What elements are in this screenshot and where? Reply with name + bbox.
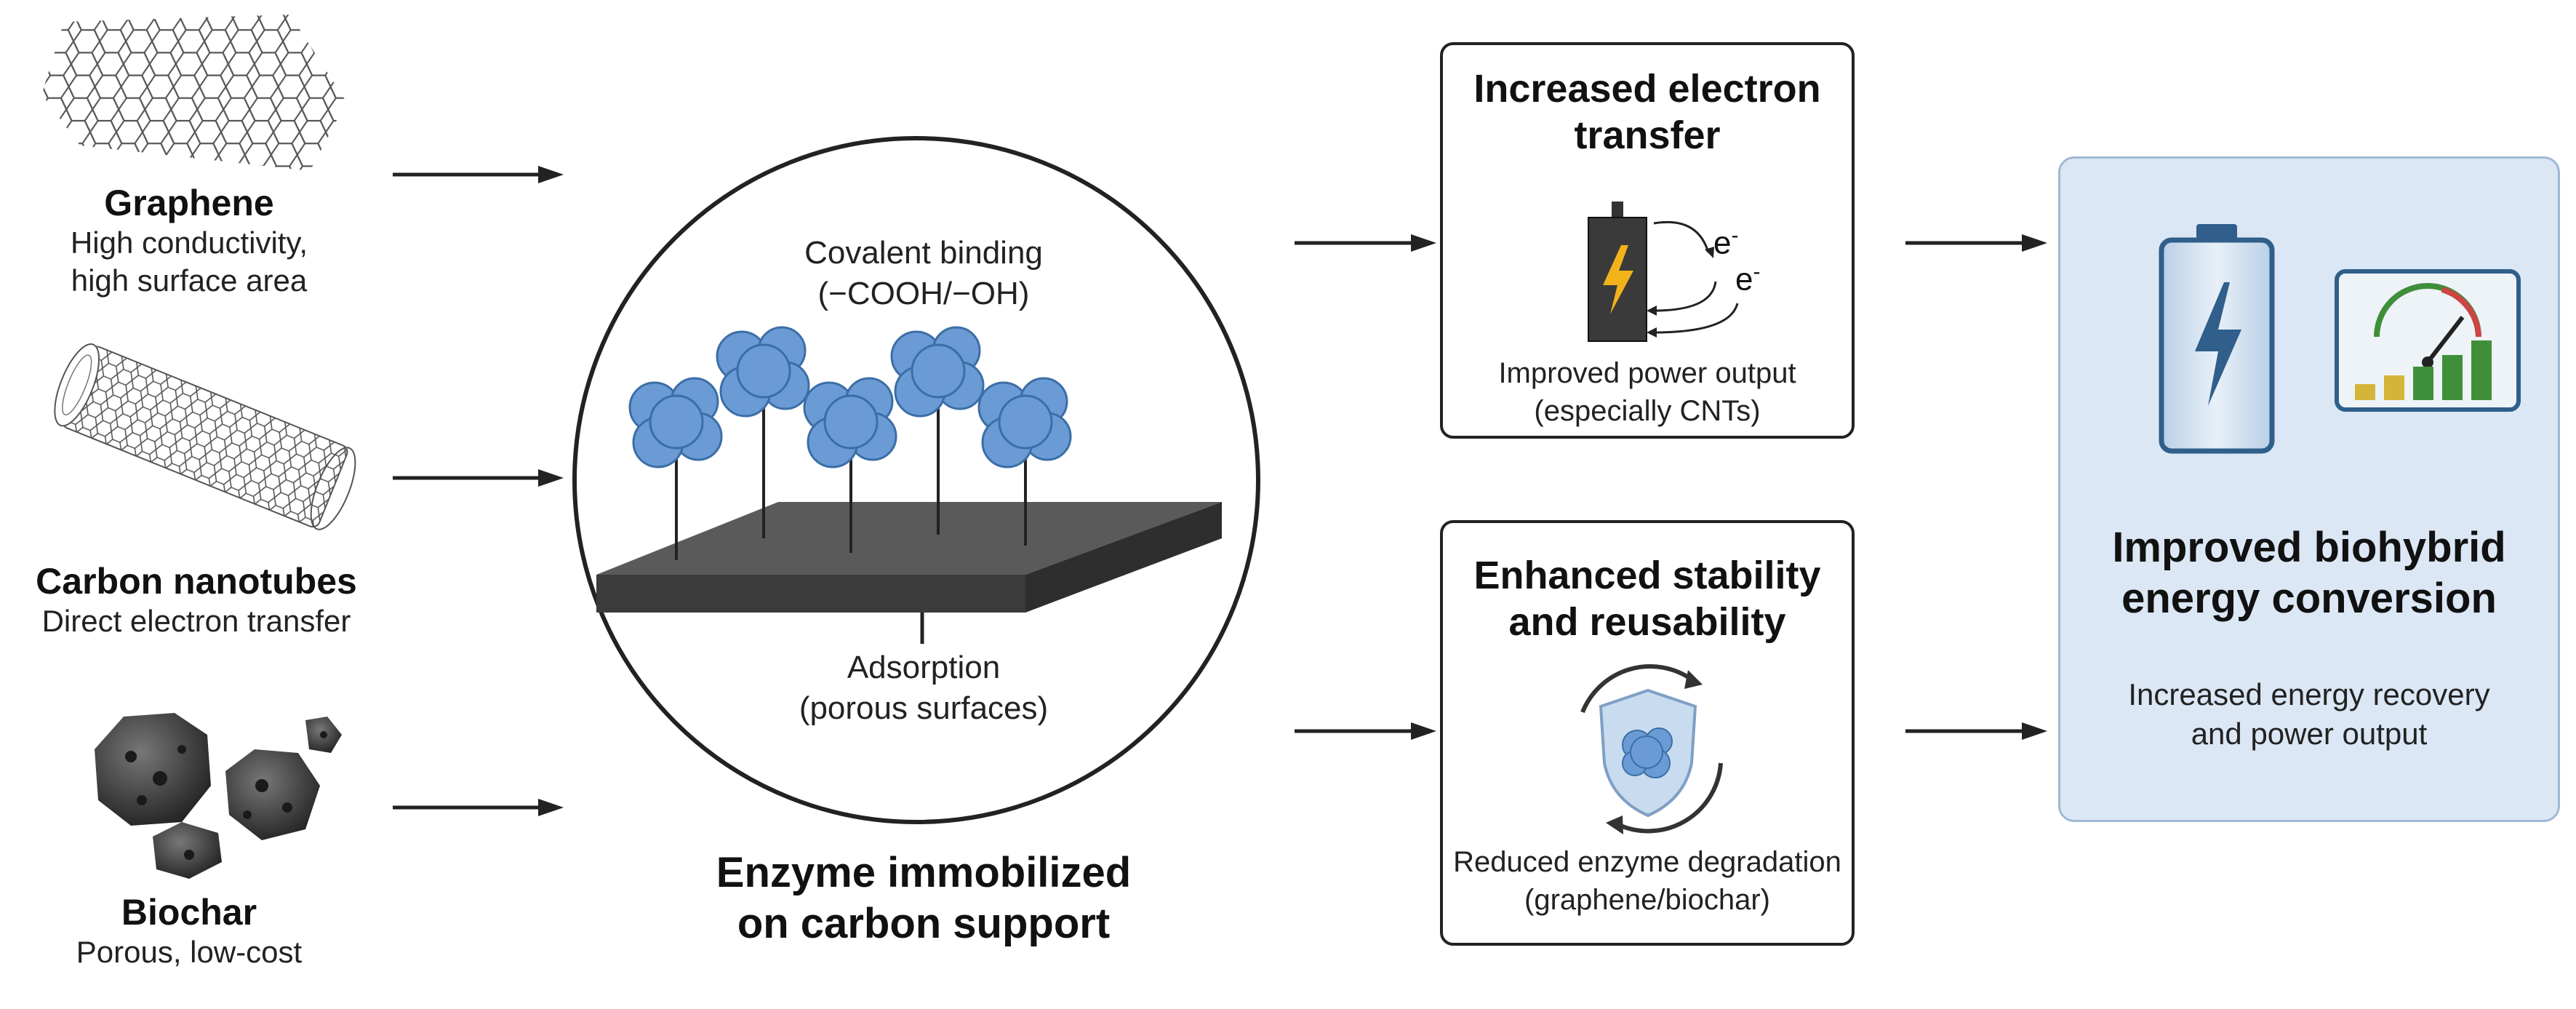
- box-desc: (especially CNTs): [1534, 395, 1761, 427]
- arrow-right-icon: [393, 166, 564, 183]
- carbon-nanotube-icon: [54, 343, 356, 530]
- gauge-icon: [2335, 269, 2521, 412]
- result-title: energy conversion: [2121, 575, 2497, 622]
- box-desc: Improved power output: [1498, 357, 1796, 389]
- box-desc: Reduced enzyme degradation: [1453, 846, 1841, 878]
- enzyme-icon: [977, 377, 1072, 468]
- arrow-right-icon: [1295, 234, 1436, 252]
- immobilization-caption: on carbon support: [737, 900, 1111, 947]
- shield-recycle-icon: [1580, 664, 1723, 834]
- material-name: Graphene: [104, 183, 274, 223]
- result-title: Improved biohybrid: [2112, 524, 2506, 571]
- enzyme-icon: [890, 326, 985, 418]
- arrow-right-icon: [1905, 722, 2047, 740]
- covalent-binding-label: Covalent binding: [804, 235, 1043, 271]
- material-name: Carbon nanotubes: [36, 561, 357, 602]
- result-desc: Increased energy recovery: [2128, 677, 2490, 711]
- result-box: Improved biohybrid energy conversion Inc…: [2058, 156, 2560, 822]
- material-desc: High conductivity,: [70, 226, 308, 260]
- electron-symbol: e: [1713, 225, 1732, 261]
- box-title: transfer: [1574, 113, 1721, 157]
- enzyme-icon: [628, 377, 723, 468]
- box-desc: (graphene/biochar): [1524, 884, 1770, 916]
- enzyme-icon: [803, 377, 897, 468]
- arrow-right-icon: [1905, 234, 2047, 252]
- immobilization-caption: Enzyme immobilized: [716, 849, 1132, 896]
- arrow-right-icon: [393, 799, 564, 816]
- electron-charge: -: [1753, 260, 1761, 284]
- electron-symbol: e: [1735, 261, 1753, 298]
- material-desc: Porous, low-cost: [76, 935, 303, 969]
- battery-icon: [2159, 224, 2275, 454]
- adsorption-label: Adsorption: [847, 650, 1001, 685]
- material-desc: Direct electron transfer: [41, 604, 351, 638]
- electron-charge: -: [1731, 223, 1739, 247]
- box-title: Increased electron: [1473, 67, 1821, 111]
- electron-transfer-box: Increased electron transfer e- e- Improv…: [1440, 42, 1855, 439]
- immobilization-circle: [572, 136, 1260, 824]
- graphene-icon: [41, 15, 347, 171]
- arrow-right-icon: [393, 469, 564, 487]
- arrow-right-icon: [1295, 722, 1436, 740]
- material-name: Biochar: [121, 892, 257, 933]
- enzyme-icon: [716, 326, 810, 418]
- adsorption-detail: (porous surfaces): [799, 690, 1049, 726]
- biochar-icon: [95, 713, 342, 879]
- box-title: and reusability: [1508, 600, 1786, 644]
- result-desc: and power output: [2191, 717, 2428, 751]
- box-title: Enhanced stability: [1473, 554, 1821, 597]
- stability-box: Enhanced stability and reusability Reduc…: [1440, 520, 1855, 946]
- material-desc: high surface area: [71, 263, 308, 298]
- electrode-icon: [1588, 202, 1739, 342]
- covalent-binding-formula: (−COOH/−OH): [817, 276, 1030, 311]
